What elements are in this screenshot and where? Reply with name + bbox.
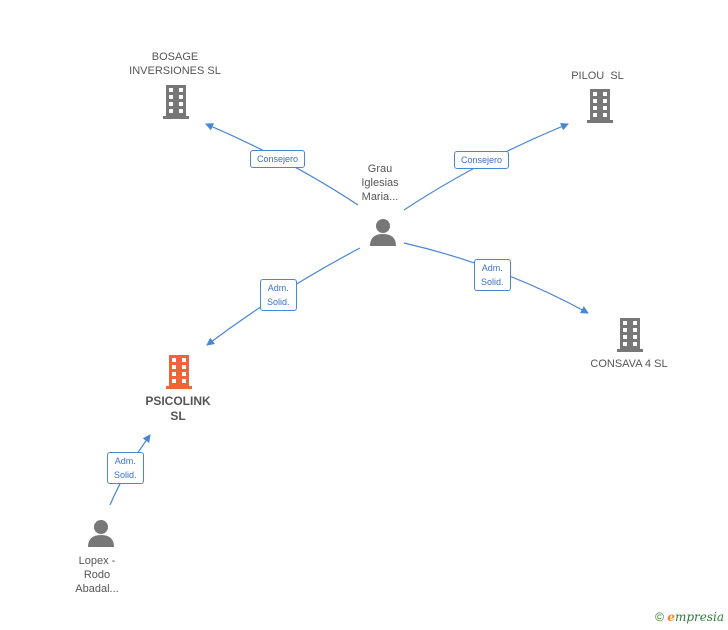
brand-logo-text: mpresia <box>674 610 724 624</box>
label-line: Grau <box>367 163 393 175</box>
edge-label-line: Solid. <box>114 470 137 480</box>
node-label-consava[interactable]: CONSAVA 4 SL <box>574 357 684 371</box>
label-line: INVERSIONES SL <box>129 65 221 77</box>
label-line: CONSAVA 4 SL <box>590 358 668 370</box>
node-label-grau[interactable]: Grau Iglesias Maria... <box>345 162 415 204</box>
label-line: Maria... <box>361 191 399 203</box>
label-line: Rodo <box>83 569 111 581</box>
building-icon[interactable] <box>617 318 643 352</box>
label-line: PSICOLINK <box>145 394 211 408</box>
edge-label-grau-consava[interactable]: Adm. Solid. <box>474 259 511 291</box>
label-line: Abadal... <box>75 583 119 595</box>
edge-label-grau-bosage[interactable]: Consejero <box>250 150 306 168</box>
label-line: Lopex - <box>78 555 116 567</box>
person-icon[interactable] <box>88 520 114 547</box>
node-label-lopex[interactable]: Lopex - Rodo Abadal... <box>62 554 132 596</box>
edge-label-line: Solid. <box>481 277 504 287</box>
node-label-pilou[interactable]: PILOU SL <box>550 69 645 83</box>
edge-label-grau-psicolink[interactable]: Adm. Solid. <box>260 279 297 311</box>
label-line: SL <box>170 409 186 423</box>
label-line: PILOU SL <box>571 70 624 82</box>
building-icon[interactable] <box>587 89 613 123</box>
label-line: Iglesias <box>361 177 399 189</box>
edge-label-line: Solid. <box>267 297 290 307</box>
edge-label-line: Adm. <box>114 456 136 466</box>
edge-label-line: Adm. <box>267 283 289 293</box>
label-line: BOSAGE <box>151 51 199 63</box>
focus-building-icon[interactable] <box>166 355 192 389</box>
copyright-notice: © empresia <box>655 610 724 624</box>
person-icon[interactable] <box>370 219 396 246</box>
node-label-bosage[interactable]: BOSAGE INVERSIONES SL <box>110 50 240 78</box>
brand-logo-initial: e <box>667 610 675 624</box>
building-icon[interactable] <box>161 85 191 119</box>
node-label-psicolink[interactable]: PSICOLINK SL <box>128 394 228 424</box>
edge-label-grau-pilou[interactable]: Consejero <box>454 151 510 169</box>
edge-label-line: Adm. <box>481 263 503 273</box>
edge-label-lopex-psicolink[interactable]: Adm. Solid. <box>107 452 144 484</box>
copyright-symbol: © <box>655 610 664 624</box>
